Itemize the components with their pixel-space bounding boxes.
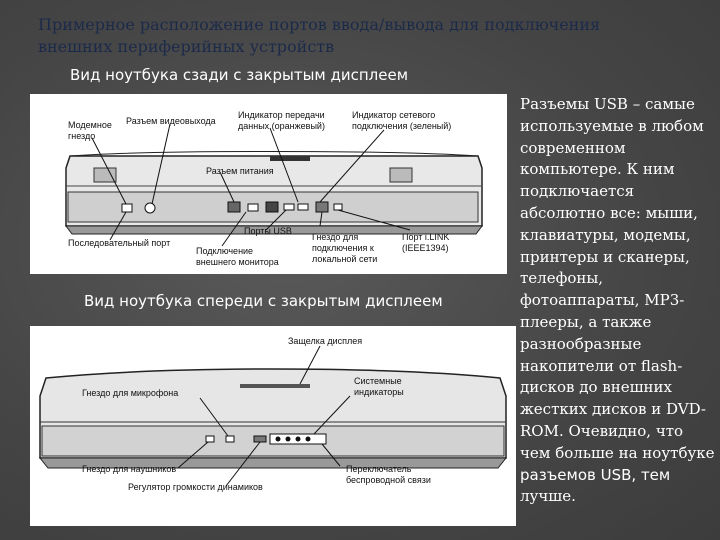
- front-label-headphones: Гнездо для наушников: [82, 464, 176, 474]
- usb-description-serif: Разъемы USB – самые используемые в любом…: [520, 95, 715, 462]
- rear-label-video: Разъем видеовыхода: [126, 116, 216, 126]
- usb-description-end: лучше.: [520, 487, 576, 506]
- page-title: Примерное расположение портов ввода/выво…: [38, 15, 601, 56]
- rear-label-serial: Последовательный порт: [68, 238, 170, 248]
- front-view-figure: Защелка дисплея Гнездо для микрофона Сис…: [30, 326, 516, 526]
- front-label-latch: Защелка дисплея: [288, 336, 362, 346]
- svg-text:внешнего монитора: внешнего монитора: [196, 257, 279, 267]
- rear-label-monitor: Подключение: [196, 246, 253, 256]
- rear-label-ilink: Порт i.LINK: [402, 232, 449, 242]
- rear-label-modem: Модемное: [68, 120, 112, 130]
- rear-view-caption: Вид ноутбука сзади с закрытым дисплеем: [70, 66, 409, 84]
- rear-label-usb: Порты USB: [244, 226, 292, 236]
- svg-text:индикаторы: индикаторы: [354, 387, 404, 397]
- usb-description: Разъемы USB – самые используемые в любом…: [520, 94, 716, 508]
- rear-label-data-led: Индикатор передачи: [238, 110, 325, 120]
- svg-text:подключения (зеленый): подключения (зеленый): [352, 121, 451, 131]
- rear-label-net-led: Индикатор сетевого: [352, 110, 435, 120]
- front-view-caption: Вид ноутбука спереди с закрытым дисплеем: [84, 292, 443, 310]
- svg-text:локальной сети: локальной сети: [312, 254, 377, 264]
- front-label-mic: Гнездо для микрофона: [82, 388, 178, 398]
- usb-description-sans: разъемов USB, тем: [520, 465, 671, 484]
- svg-text:данных (оранжевый): данных (оранжевый): [238, 121, 325, 131]
- svg-text:гнездо: гнездо: [68, 131, 95, 141]
- front-label-wireless-switch: Переключатель: [346, 464, 412, 474]
- front-label-system-indicators: Системные: [354, 376, 402, 386]
- rear-view-figure: Модемное гнездо Разъем видеовыхода Индик…: [30, 94, 507, 274]
- svg-text:беспроводной связи: беспроводной связи: [346, 475, 431, 485]
- rear-label-lan: Гнездо для: [312, 232, 358, 242]
- svg-text:подключения к: подключения к: [312, 243, 374, 253]
- rear-label-power: Разъем питания: [206, 166, 274, 176]
- svg-text:(IEEE1394): (IEEE1394): [402, 243, 449, 253]
- front-label-volume: Регулятор громкости динамиков: [128, 482, 263, 492]
